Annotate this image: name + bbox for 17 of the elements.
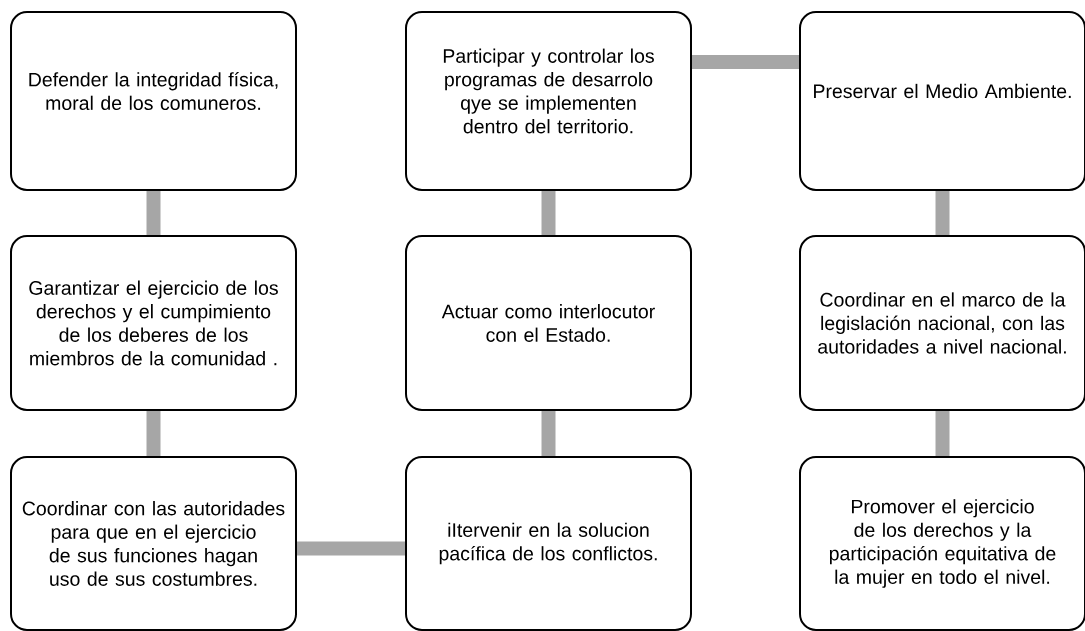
text-box: iItervenir en la solucion pacífica de los conflictos. — [405, 456, 692, 631]
text-box: Defender la integridad física, moral de los comuneros. — [10, 11, 297, 191]
connector-bar — [146, 411, 161, 456]
connector-bar — [935, 411, 950, 456]
text-box: Coordinar en el marco de la legislación nacional, con las autoridades a nivel nacional. — [799, 235, 1085, 411]
connector-bar — [541, 411, 556, 456]
connector-bar — [935, 191, 950, 235]
text-box: Promover el ejercicio de los derechos y la participación equitativa de la mujer en todo el nivel. — [799, 456, 1085, 631]
text-box: Actuar como interlocutor con el Estado. — [405, 235, 692, 411]
text-box: Garantizar el ejercicio de los derechos y el cumpimiento de los deberes de los miembros de la comunidad . — [10, 235, 297, 411]
text-box: Coordinar con las autoridades para que en el ejercicio de sus funciones hagan uso de sus costumbres. — [10, 456, 297, 631]
connector-bar — [297, 541, 405, 556]
connector-bar — [692, 55, 799, 69]
text-box: Participar y controlar los programas de desarrolo qye se implementen dentro del territorio. — [405, 11, 692, 191]
text-box: Preservar el Medio Ambiente. — [799, 11, 1085, 191]
connector-bar — [541, 191, 556, 235]
connector-bar — [146, 191, 161, 235]
